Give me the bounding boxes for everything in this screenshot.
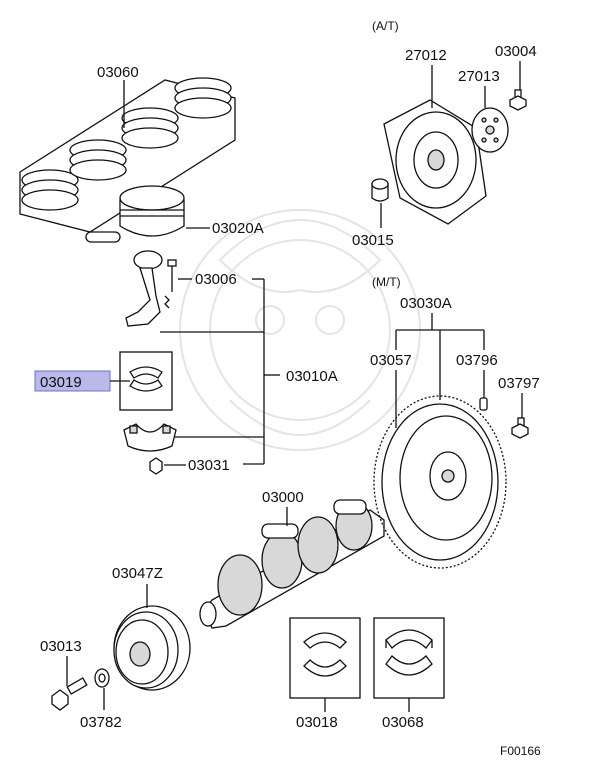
- rod-cap[interactable]: [123, 423, 177, 452]
- label-03796[interactable]: 03796: [456, 352, 498, 369]
- bearing-box-03018: [289, 617, 361, 699]
- label-03797[interactable]: 03797: [498, 375, 540, 392]
- piston-assembly[interactable]: [85, 185, 185, 243]
- flywheel-03057[interactable]: [373, 395, 507, 569]
- washer-03782[interactable]: [94, 668, 110, 688]
- pulley-bolt-03013[interactable]: [51, 677, 88, 711]
- label-03047Z[interactable]: 03047Z: [112, 565, 163, 582]
- bearing-box-03019: [119, 351, 173, 411]
- label-03015[interactable]: 03015: [352, 232, 394, 249]
- label-03031[interactable]: 03031: [188, 457, 230, 474]
- label-03030A[interactable]: 03030A: [400, 295, 452, 312]
- label-03000[interactable]: 03000: [262, 489, 304, 506]
- bolt-03004[interactable]: [509, 89, 527, 111]
- bushing-03015[interactable]: [371, 178, 389, 202]
- figure-code: F00166: [500, 744, 541, 758]
- nut-03031[interactable]: [149, 457, 163, 475]
- crankshaft[interactable]: [199, 499, 385, 629]
- label-03782[interactable]: 03782: [80, 714, 122, 731]
- drive-plate-27012[interactable]: [383, 99, 487, 225]
- label-03068[interactable]: 03068: [382, 714, 424, 731]
- section-label-mt: (M/T): [372, 275, 401, 289]
- bolt-03797[interactable]: [511, 417, 529, 439]
- label-03057[interactable]: 03057: [370, 352, 412, 369]
- label-27013[interactable]: 27013: [458, 68, 500, 85]
- main-bearing-03018[interactable]: [303, 632, 347, 677]
- section-label-at: (A/T): [372, 19, 399, 33]
- bracket-03010A: [160, 278, 280, 465]
- label-03004[interactable]: 03004: [495, 43, 537, 60]
- label-03013[interactable]: 03013: [40, 638, 82, 655]
- piston-rings-group[interactable]: [19, 77, 236, 233]
- adapter-plate-27013[interactable]: [471, 107, 509, 153]
- label-03010A[interactable]: 03010A: [286, 368, 338, 385]
- label-03019[interactable]: 03019: [40, 374, 82, 391]
- label-03018[interactable]: 03018: [296, 714, 338, 731]
- connecting-rod[interactable]: [125, 250, 177, 327]
- bracket-03030A: [395, 313, 485, 400]
- thrust-bearing-03068[interactable]: [385, 629, 433, 676]
- label-03020A[interactable]: 03020A: [212, 220, 264, 237]
- label-03006[interactable]: 03006: [195, 271, 237, 288]
- label-03060[interactable]: 03060: [97, 64, 139, 81]
- rod-bearing-03019[interactable]: [129, 366, 163, 392]
- label-27012[interactable]: 27012: [405, 47, 447, 64]
- crank-pulley[interactable]: [113, 605, 191, 691]
- dowel-pin-03796[interactable]: [479, 397, 488, 411]
